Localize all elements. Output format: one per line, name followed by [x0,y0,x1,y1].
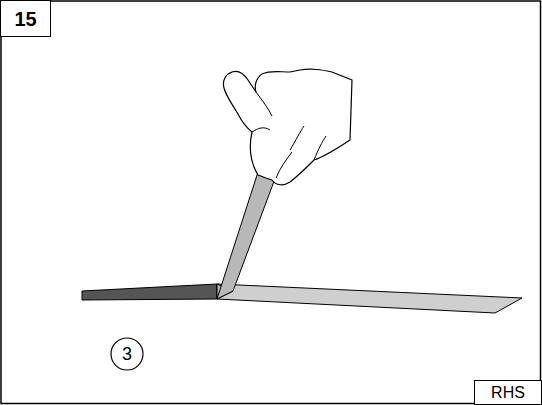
side-label-text: RHS [491,385,525,401]
applied-tape [82,284,217,300]
hand [223,69,352,185]
figure-number-text: 15 [14,9,36,29]
finger-line [276,152,292,178]
finger-line [290,126,304,150]
side-label: RHS [474,380,542,405]
hand-crease [256,92,272,116]
finger-line [314,136,326,160]
callout-number: 3 [110,337,144,371]
tape-strip [217,284,522,313]
figure-number: 15 [0,0,51,37]
callout-circle-outline [111,338,143,370]
hand-crease [252,128,270,132]
callout-number-text: 3 [122,345,132,363]
peeled-tape [217,172,276,299]
